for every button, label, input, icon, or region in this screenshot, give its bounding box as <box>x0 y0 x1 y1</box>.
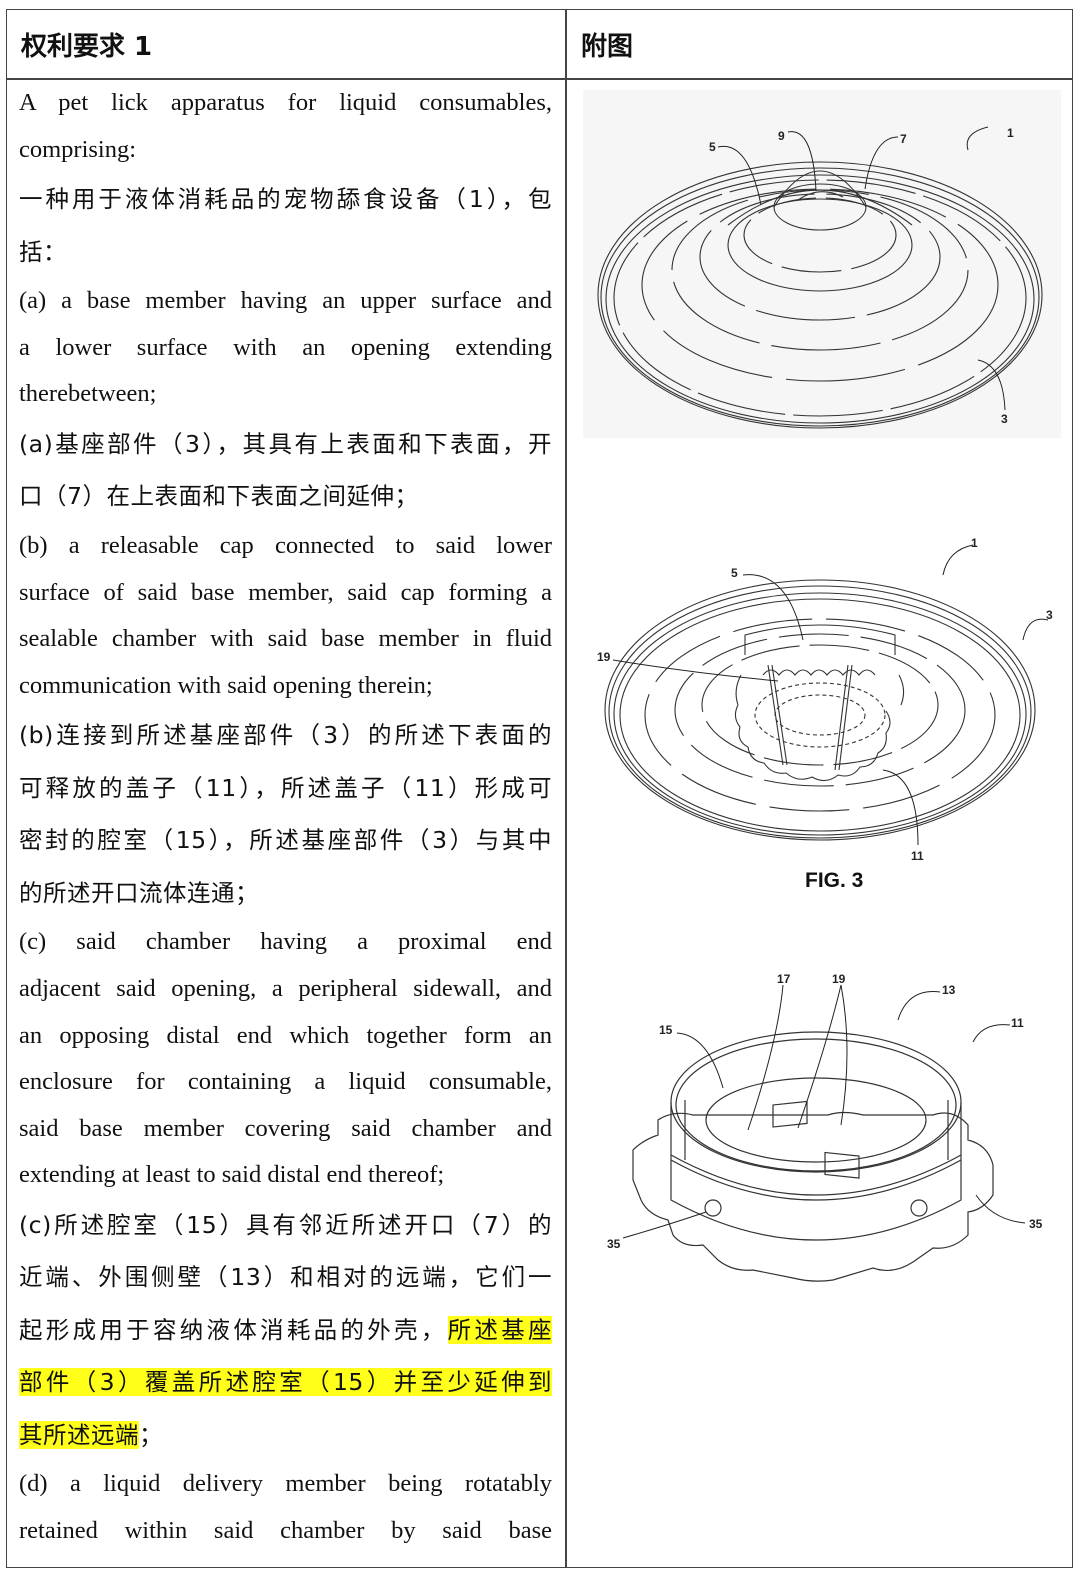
claim-line: 密封的腔室（15），所述基座部件（3）与其中 <box>19 826 552 855</box>
underside-drawing: 5 19 3 1 11 FIG. 3 <box>597 536 1053 892</box>
label-11: 11 <box>1011 1016 1024 1030</box>
label-11: 11 <box>911 849 924 863</box>
label-1: 1 <box>1007 126 1014 140</box>
claim-line: adjacent said opening, a peripheral side… <box>19 974 552 1002</box>
claim-line: an opposing distal end which together fo… <box>19 1021 552 1049</box>
claim-line-highlight-2: 部件（3）覆盖所述腔室（15）并至少延伸到 <box>19 1356 552 1409</box>
claim-line: (a) a base member having an upper surfac… <box>19 287 552 315</box>
claim-line: (c)所述腔室（15）具有邻近所述开口（7）的 <box>19 1210 552 1239</box>
claim-line: (c) said chamber having a proximal end <box>19 928 552 956</box>
cap-drawing: 15 17 19 13 11 35 35 <box>607 972 1043 1282</box>
claim-line: 口（7）在上表面和下表面之间延伸； <box>19 482 419 511</box>
figure-1-base-member: 5 9 7 1 3 <box>573 85 1068 440</box>
label-35-right: 35 <box>1029 1217 1043 1231</box>
claim-line: 的所述开口流体连通； <box>19 878 259 907</box>
label-13: 13 <box>942 983 956 997</box>
highlighted-text: 其所述远端 <box>19 1420 139 1449</box>
claim-line: 近端、外围侧壁（13）和相对的远端，它们一 <box>19 1263 552 1292</box>
claim-line-highlight-3: 其所述远端； <box>19 1420 163 1449</box>
figure-3-underside: 5 19 3 1 11 FIG. 3 <box>573 515 1068 895</box>
claim-figure-table: 权利要求 1 附图 A pet lick apparatus for liqui… <box>6 9 1073 1568</box>
highlighted-text: 部件（3）覆盖所述腔室（15）并至少延伸到 <box>19 1368 552 1397</box>
label-17: 17 <box>777 972 791 986</box>
label-7: 7 <box>900 132 907 146</box>
claim-lines: A pet lick apparatus for liquid consumab… <box>19 80 552 1304</box>
claim-line: (b)连接到所述基座部件（3）的所述下表面的 <box>19 721 552 750</box>
label-3: 3 <box>1046 608 1053 622</box>
label-35-left: 35 <box>607 1237 621 1251</box>
claim-line: enclosure for containing a liquid consum… <box>19 1068 552 1096</box>
claim-line: 括： <box>19 237 67 266</box>
claim-line: a lower surface with an opening extendin… <box>19 333 552 361</box>
claim-line: 一种用于液体消耗品的宠物舔食设备（1），包 <box>19 185 552 214</box>
column-divider <box>565 10 567 1567</box>
label-5: 5 <box>709 140 716 154</box>
claim-line: therebetween; <box>19 380 157 408</box>
label-1: 1 <box>971 536 978 550</box>
header-divider <box>7 78 1072 80</box>
highlighted-text: 所述基座 <box>447 1315 553 1344</box>
claim-line: (b) a releasable cap connected to said l… <box>19 531 552 559</box>
claim-text: A pet lick apparatus for liquid consumab… <box>19 80 553 1555</box>
claim-line: comprising: <box>19 135 137 163</box>
claim-line: extending at least to said distal end th… <box>19 1161 445 1189</box>
label-5: 5 <box>731 566 738 580</box>
header-figures-title: 附图 <box>581 31 634 62</box>
claim-line-highlight-1: 起形成用于容纳液体消耗品的外壳，所述基座 <box>19 1315 553 1344</box>
figure-caption: FIG. 3 <box>805 869 863 892</box>
header-claim-title: 权利要求 1 <box>21 31 153 62</box>
claim-line: retained within said chamber by said bas… <box>19 1517 552 1544</box>
label-19: 19 <box>832 972 846 986</box>
base-member-drawing: 5 9 7 1 3 <box>583 90 1061 438</box>
claim-line: A pet lick apparatus for liquid consumab… <box>19 89 552 116</box>
claim-line: said base member covering said chamber a… <box>19 1114 552 1142</box>
figure-cap: 15 17 19 13 11 35 35 <box>573 950 1068 1295</box>
claim-tail-lines: (d) a liquid delivery member being rotat… <box>19 1461 552 1554</box>
claim-line: sealable chamber with said base member i… <box>19 625 552 653</box>
claim-line: surface of said base member, said cap fo… <box>19 578 552 606</box>
claim-line: (a)基座部件（3），其具有上表面和下表面，开 <box>19 429 552 458</box>
label-9: 9 <box>778 129 785 143</box>
claim-line: 可释放的盖子（11），所述盖子（11）形成可 <box>19 773 552 802</box>
label-3: 3 <box>1001 412 1008 426</box>
claim-line: communication with said opening therein; <box>19 671 433 699</box>
label-15: 15 <box>659 1023 673 1037</box>
claim-line: (d) a liquid delivery member being rotat… <box>19 1470 552 1498</box>
label-19: 19 <box>597 650 611 664</box>
